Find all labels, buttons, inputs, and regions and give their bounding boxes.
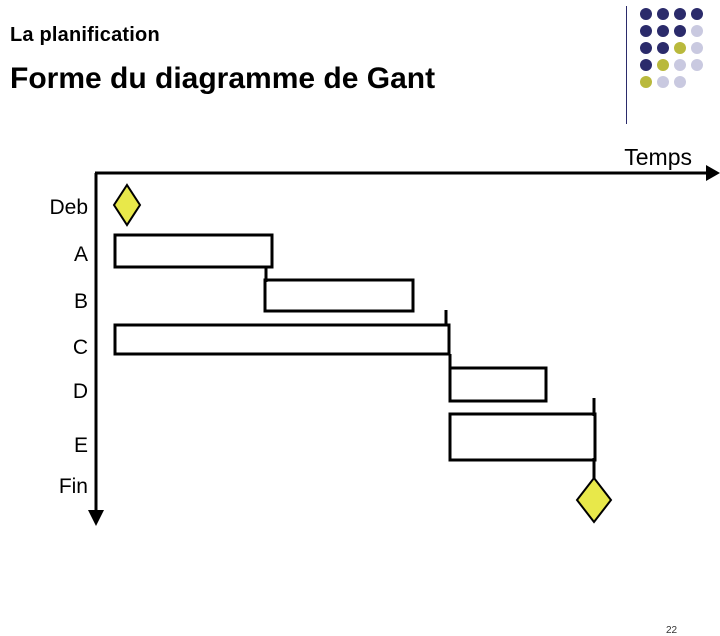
logo-dot [691,59,703,71]
logo-dot [674,25,686,37]
task-bar-a [113,233,274,269]
milestone-start [112,183,142,227]
logo-dot [691,42,703,54]
row-label-e: E [73,434,88,457]
dot-grid-logo [640,8,712,116]
logo-dot [657,42,669,54]
row-label-b: B [73,290,88,313]
logo-dot [640,25,652,37]
milestone-end [575,476,613,524]
task-bar-b [263,278,415,313]
logo-dot [657,8,669,20]
x-axis-label: Temps [624,144,692,170]
logo-dot [674,76,686,88]
row-label-d: D [72,380,88,403]
row-label-deb: Deb [49,196,88,219]
task-axis [88,173,104,526]
row-label-fin: Fin [58,475,88,498]
logo-dot [657,25,669,37]
gantt-chart: Temps Deb A B C D E Fin [0,130,720,636]
task-bar-c [113,323,451,356]
logo-dot [640,42,652,54]
task-bar-d [448,366,548,403]
task-bar-e [448,412,597,462]
page-number: 22 [666,625,678,636]
logo-dot [674,59,686,71]
logo-dot [674,42,686,54]
logo-dot [640,76,652,88]
time-axis [95,165,720,181]
logo-dot [640,59,652,71]
gantt-graphic [88,165,720,526]
logo-divider [626,6,627,124]
logo-dot [640,8,652,20]
slide-subtitle: La planification [10,24,160,46]
logo-dot [657,59,669,71]
logo-dot [674,8,686,20]
row-label-c: C [72,336,88,359]
logo-dot [691,8,703,20]
logo-dot [691,25,703,37]
page-title: Forme du diagramme de Gant [10,62,436,95]
logo-dot [657,76,669,88]
row-label-a: A [73,243,88,266]
